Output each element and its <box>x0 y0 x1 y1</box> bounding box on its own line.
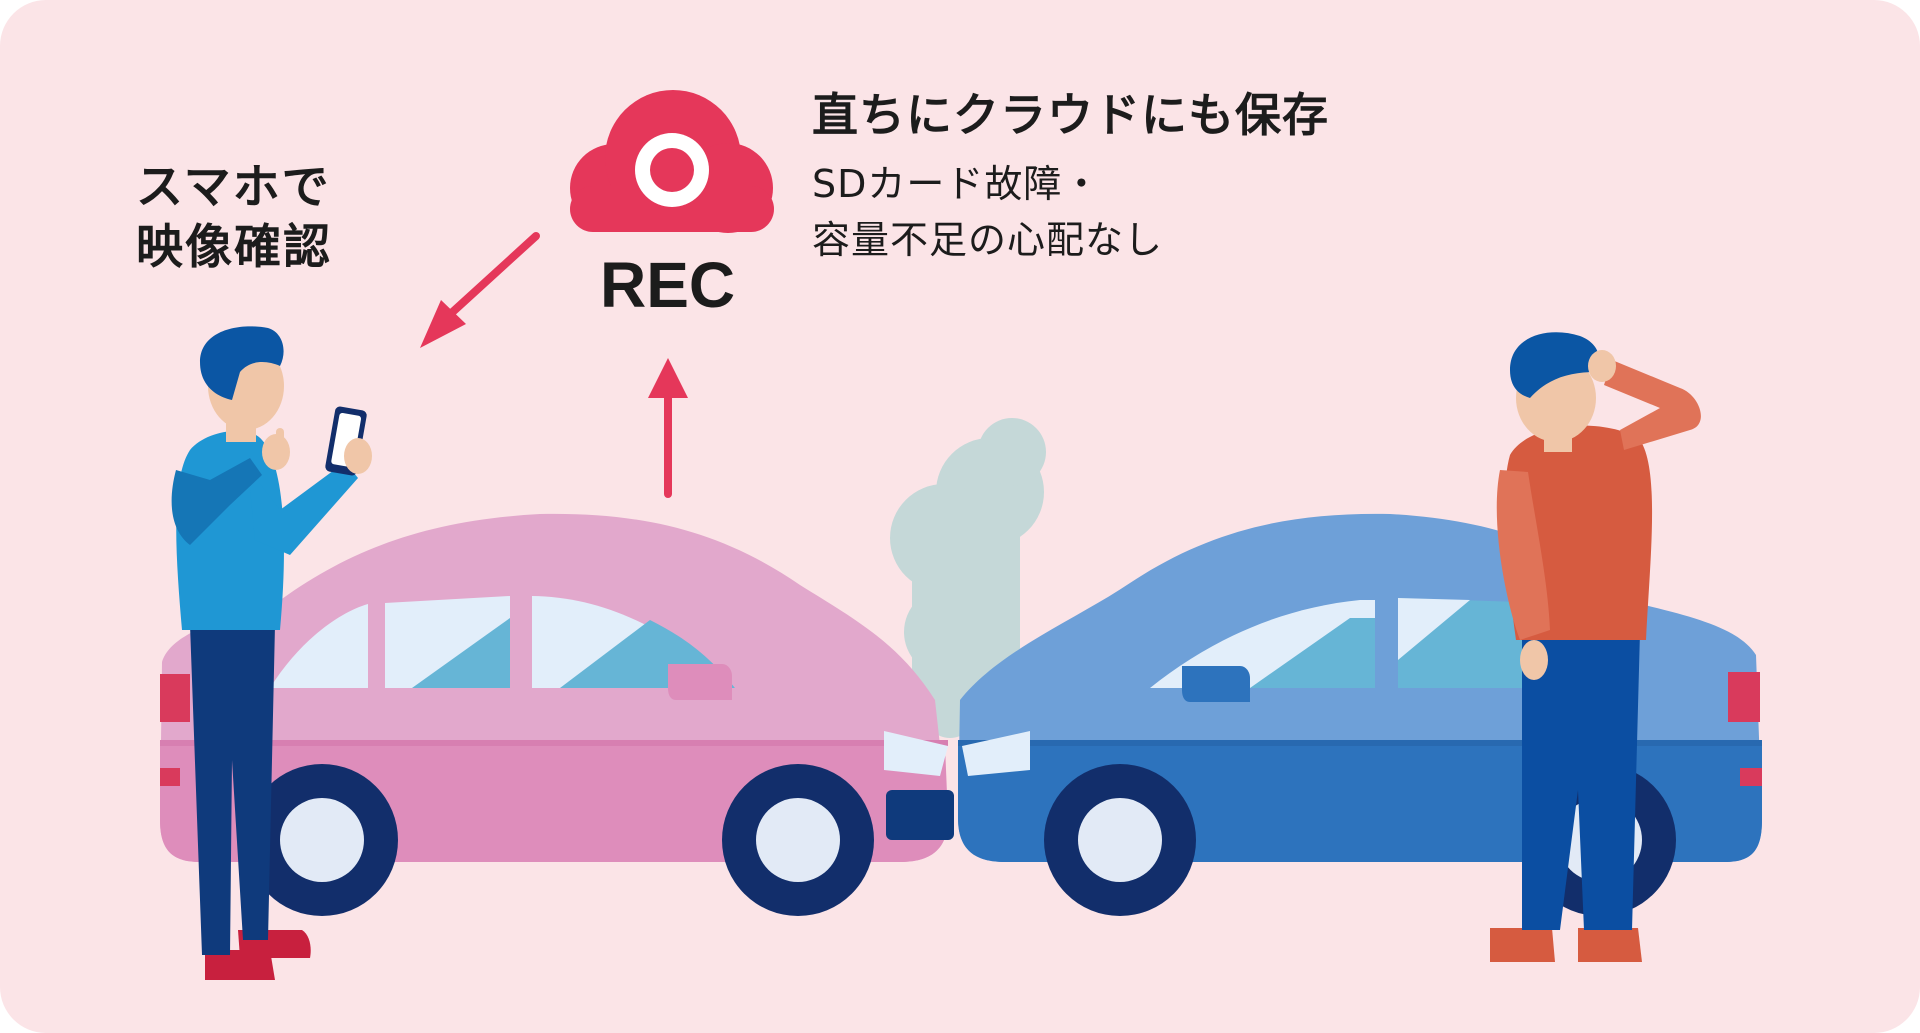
rec-label: REC <box>600 249 736 321</box>
pink-car <box>160 513 954 916</box>
man-with-phone <box>171 326 372 980</box>
smoke-icon <box>890 418 1046 738</box>
arrow-up-icon <box>648 358 688 498</box>
cloud-save-headline: 直ちにクラウドにも保存 <box>812 88 1329 142</box>
phone-caption-line1: スマホで <box>136 160 331 215</box>
arrow-down-left-icon <box>420 232 540 348</box>
cloud-subtext-line2: 容量不足の心配なし <box>812 218 1164 262</box>
cloud-subtext-line1: SDカード故障・ <box>812 162 1102 206</box>
cloud-save-subtext: SDカード故障・ 容量不足の心配なし <box>812 156 1163 268</box>
cloud-record-icon <box>570 90 774 233</box>
man-scratching-head <box>1490 332 1701 962</box>
phone-caption: スマホで 映像確認 <box>136 158 332 278</box>
phone-caption-line2: 映像確認 <box>136 220 332 275</box>
